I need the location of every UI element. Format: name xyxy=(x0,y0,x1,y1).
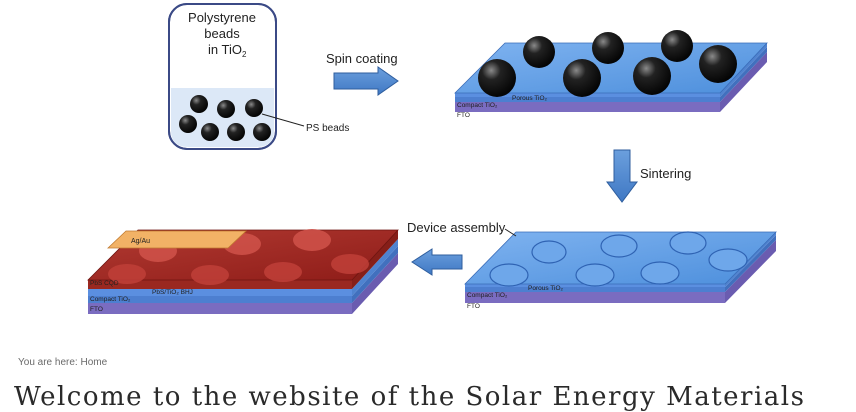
breadcrumb-prefix: You are here: xyxy=(18,357,78,368)
ag-au-label: Ag/Au xyxy=(131,238,150,245)
left-arrow-icon xyxy=(411,248,463,276)
ps-beads-callout-line xyxy=(261,113,305,127)
right-arrow-icon xyxy=(333,66,399,96)
pbs-tio2-bhj-label: PbS/TiO₂ BHJ xyxy=(152,289,193,296)
compact-tio2-label: Compact TiO₂ xyxy=(457,102,498,109)
ps-beads-label: PS beads xyxy=(306,123,349,134)
ps-bead xyxy=(217,100,235,118)
fto-label: FTO xyxy=(457,112,470,119)
final-device: Ag/Au PbS CQD PbS/TiO₂ BHJ Compact TiO₂ … xyxy=(87,229,399,314)
porous-tio2-label: Porous TiO₂ xyxy=(512,95,548,102)
down-arrow-icon xyxy=(606,149,638,203)
beaker-title-line1: Polystyrene xyxy=(188,10,256,25)
ps-bead xyxy=(190,95,208,113)
page-title: Welcome to the website of the Solar Ener… xyxy=(14,382,806,412)
compact-tio2-label-3: Compact TiO₂ xyxy=(90,296,131,303)
fto-label-2: FTO xyxy=(467,303,480,310)
spin-coating-step: Spin coating xyxy=(326,51,399,96)
substrate-with-beads: Porous TiO₂ Compact TiO₂ FTO xyxy=(454,30,768,119)
beaker-title-line3: in TiO2 xyxy=(208,42,247,59)
compact-tio2-label-2: Compact TiO₂ xyxy=(467,292,508,299)
ps-bead xyxy=(253,123,271,141)
porous-substrate: Porous TiO₂ Compact TiO₂ FTO xyxy=(464,231,777,310)
beaker: Polystyrene beads in TiO2 PS beads xyxy=(168,3,349,150)
device-assembly-step: Device assembly xyxy=(407,220,517,276)
beaker-title-line2: beads xyxy=(204,26,240,41)
breadcrumb: You are here: Home xyxy=(18,357,107,368)
sintering-label: Sintering xyxy=(640,166,691,181)
ps-bead xyxy=(201,123,219,141)
fto-label-3: FTO xyxy=(90,306,103,313)
breadcrumb-home-link[interactable]: Home xyxy=(80,357,108,368)
ps-bead xyxy=(179,115,197,133)
porous-tio2-label-2: Porous TiO₂ xyxy=(528,285,564,292)
device-assembly-label: Device assembly xyxy=(407,220,506,235)
ps-bead xyxy=(245,99,263,117)
sintering-step: Sintering xyxy=(606,149,691,203)
ag-au-contact xyxy=(106,230,248,249)
ps-bead xyxy=(227,123,245,141)
process-diagram: Polystyrene beads in TiO2 PS beads Spin … xyxy=(87,3,777,314)
spin-coating-label: Spin coating xyxy=(326,51,398,66)
pbs-cqd-label: PbS CQD xyxy=(90,280,119,287)
